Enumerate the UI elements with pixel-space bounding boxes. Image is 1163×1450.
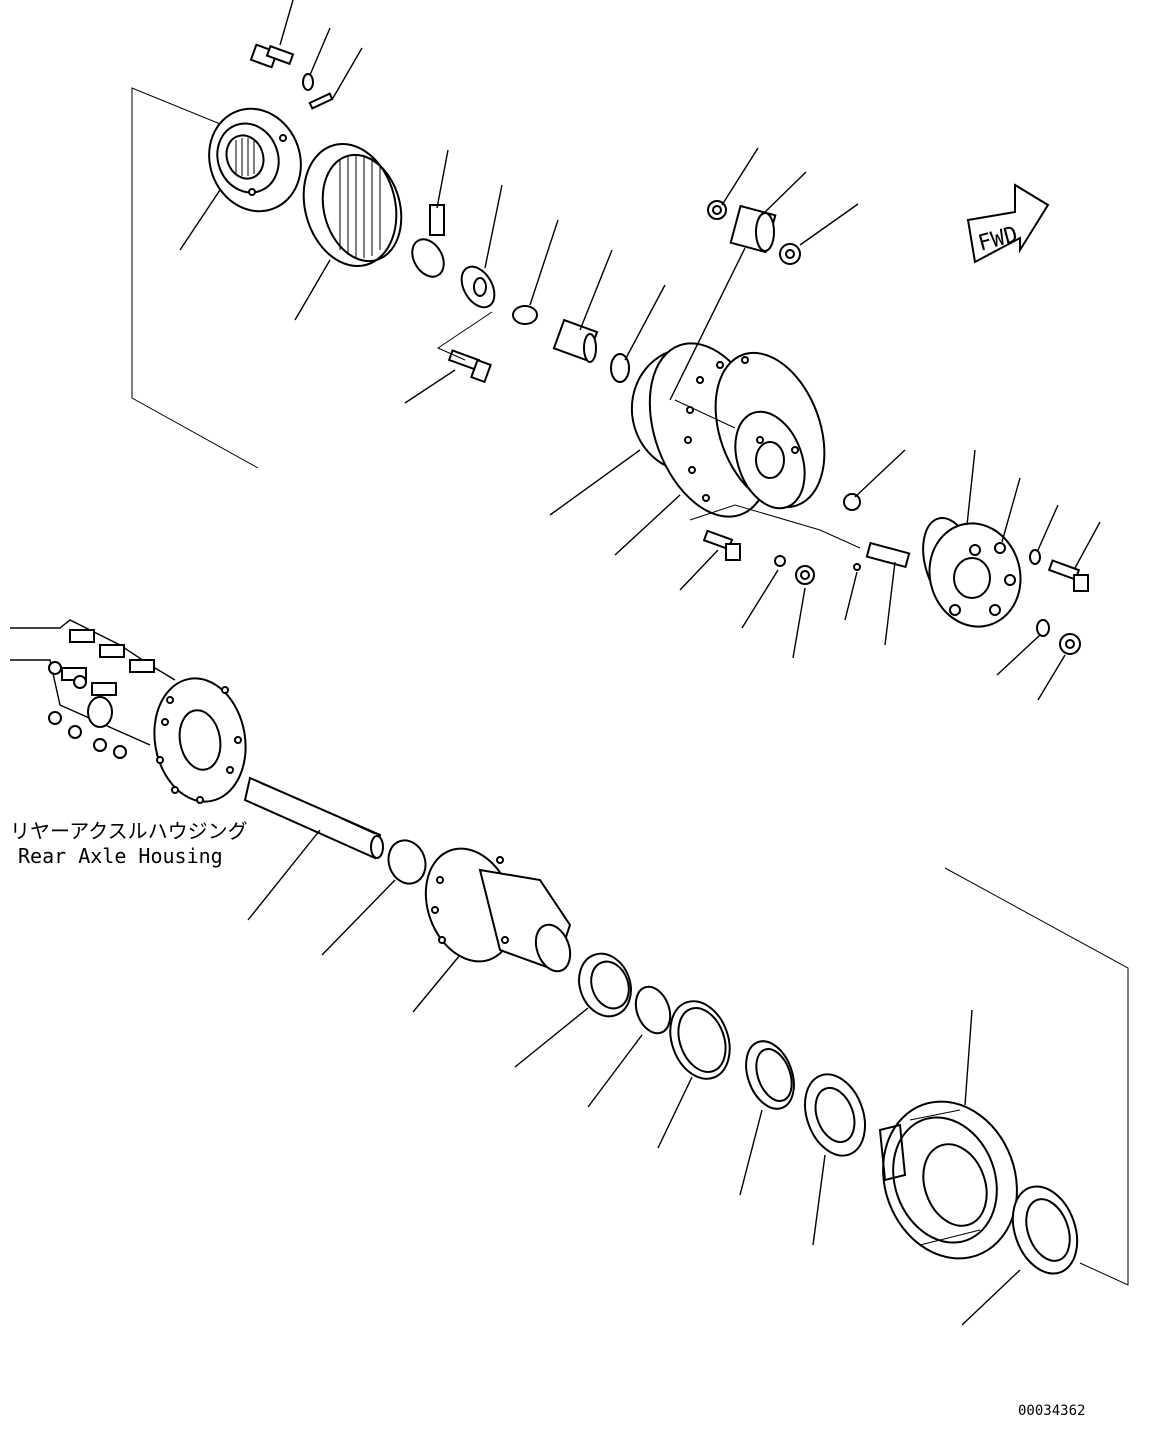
leader-lines [179,0,1101,1326]
fwd-direction-arrow: FWD [966,183,1050,264]
hub-small-ball [853,563,861,571]
wheel-hub [878,1100,1018,1260]
axle-shaft [243,776,384,860]
housing-label-japanese: リヤーアクスルハウジング [10,819,248,843]
top-washer [302,73,314,91]
hub-nut [843,493,861,511]
seal-ring [745,1040,795,1110]
lock-plate [411,204,445,278]
hub-leader-bracket [689,504,861,549]
spacer-collar [512,305,538,325]
thrust-washer [460,265,496,309]
snap-ring [610,353,630,383]
o-ring [387,839,427,885]
carrier-plate [208,107,302,213]
taper-bearing-inner [804,1073,866,1157]
cover-plate [922,517,1022,628]
hub-ball [774,555,786,567]
group-bracket-upper-left [131,87,259,469]
drawing-number: 00034362 [1018,1403,1086,1419]
nut-upper-right [779,243,801,265]
hub-housing [630,342,826,518]
group-bracket-lower-right [944,867,1129,1286]
cover-ball [1036,619,1050,637]
cover-washer [1029,549,1041,565]
hub-shaft-pin [865,541,911,569]
rear-axle-housing [10,619,247,804]
snap-ring-lower [634,985,672,1035]
top-pin [308,92,334,110]
nut-upper-left [707,200,727,220]
ring-gear [302,142,403,268]
cover-nut [1059,633,1081,655]
roller-bearing [729,204,777,254]
seal-large [669,1000,731,1080]
hub-plug [795,565,815,585]
outer-bearing [1011,1185,1079,1275]
spindle [424,847,572,973]
top-bolt [249,43,295,69]
hub-bolt [702,529,741,561]
needle-bearing [552,318,599,363]
housing-label-english: Rear Axle Housing [18,844,223,868]
bearing-inner-race [578,952,632,1018]
cover-bolt [1047,559,1089,592]
